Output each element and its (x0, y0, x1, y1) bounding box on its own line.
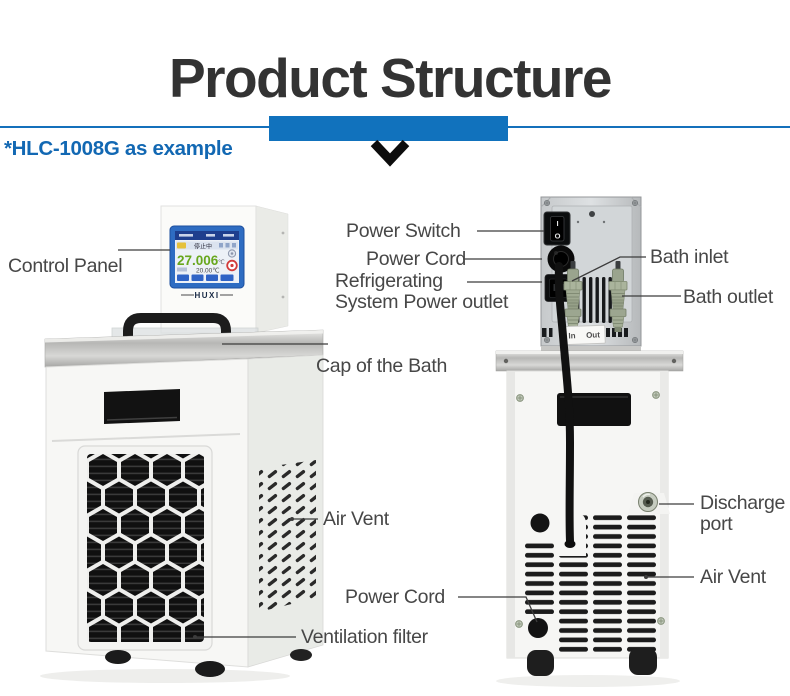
rear-view-photo: I O In Out (495, 196, 684, 687)
rear-foot (527, 650, 554, 676)
inlet-text: In (568, 331, 576, 340)
display-temp-unit: ℃ (218, 259, 225, 266)
control-head-side-face (255, 205, 289, 334)
power-switch: I O (543, 211, 571, 246)
rear-foot (629, 648, 657, 675)
outlet-text: Out (586, 330, 600, 339)
band-highlight (45, 330, 323, 343)
side-air-vent (259, 460, 316, 612)
rear-port-hole-upper (530, 513, 550, 533)
front-foot (290, 649, 312, 661)
leader-dot-air-vent-rear (644, 575, 648, 579)
display-soft-button (220, 274, 234, 281)
gear-icon-center (230, 252, 234, 255)
leader-dot-air-vent-front (290, 517, 294, 521)
recessed-handle-highlight (106, 416, 178, 421)
callout-air-vent-front: Air Vent (323, 508, 389, 530)
callout-power-cord-top: Power Cord (366, 248, 466, 270)
cable-entry (564, 540, 576, 548)
panel-hole (589, 211, 595, 217)
rear-head-bottom-slots (542, 328, 628, 337)
band-screw (503, 358, 509, 364)
front-foot (105, 650, 131, 664)
rear-recessed-handle (557, 393, 631, 426)
front-view-photo: 停止中 27.006 ℃ 20.00℃ HUXI (40, 205, 324, 683)
leader-bath-inlet (571, 256, 646, 282)
callout-power-switch: Power Switch (346, 220, 461, 242)
in-out-label: In Out (560, 324, 606, 346)
honeycomb-grille (87, 454, 204, 642)
band-screw (671, 358, 677, 364)
display-soft-button (206, 274, 218, 281)
display-soft-button (177, 274, 189, 281)
display-mode-badge (177, 242, 186, 249)
callout-bath-outlet: Bath outlet (683, 286, 773, 308)
side-vent-hole (281, 295, 285, 299)
display-main-temperature: 27.006 (177, 253, 219, 268)
switch-on-mark: I (556, 219, 558, 228)
callout-control-panel: Control Panel (8, 255, 123, 277)
rear-body-screws (515, 391, 665, 628)
callout-refrigerating-line1: Refrigerating (335, 270, 443, 292)
discharge-port (628, 492, 670, 514)
model-note: *HLC-1008G as example (4, 137, 233, 160)
display-soft-button (191, 274, 204, 281)
front-foot (195, 661, 225, 677)
display-status-text: 停止中 (194, 243, 212, 251)
rear-band-highlight (496, 351, 683, 354)
display-set-temperature: 20.00℃ (196, 267, 220, 275)
rear-edge-shade-right (660, 371, 668, 658)
page-title: Product Structure (168, 47, 613, 109)
panel-screws (544, 199, 639, 343)
panel-bottom-shadow (541, 346, 641, 351)
callout-air-vent-rear: Air Vent (700, 566, 766, 588)
front-recessed-handle (104, 389, 180, 424)
power-cord-exit-hole (528, 618, 548, 638)
carry-handle (123, 313, 231, 349)
rear-edge-shade-left (507, 371, 515, 658)
body-groove (51, 433, 241, 442)
brand-logo: HUXI (194, 291, 219, 300)
callout-bath-inlet: Bath inlet (650, 246, 729, 268)
callout-cap-of-bath: Cap of the Bath (316, 355, 448, 377)
panel-dot (602, 220, 606, 224)
panel-dot (576, 220, 580, 224)
leader-power-cord-bottom (458, 596, 538, 623)
switch-off-mark: O (555, 232, 561, 241)
power-cord-cable (554, 262, 575, 545)
callout-power-cord-bottom: Power Cord (345, 586, 445, 608)
header-accent-bar (269, 116, 508, 141)
down-chevron-icon (370, 139, 410, 167)
control-panel-display: 停止中 27.006 ℃ 20.00℃ (169, 225, 245, 289)
front-shadow (40, 669, 290, 683)
run-indicator-dot (230, 263, 234, 268)
callout-discharge-port: Discharge port (700, 492, 786, 535)
leader-dot-ventilation-filter (193, 635, 197, 639)
callout-refrigerating-line2: System Power outlet (335, 291, 509, 313)
side-vent-hole (281, 231, 285, 235)
rear-shadow (496, 675, 680, 687)
leader-lines (118, 230, 694, 638)
callout-ventilation-filter: Ventilation filter (301, 626, 428, 648)
